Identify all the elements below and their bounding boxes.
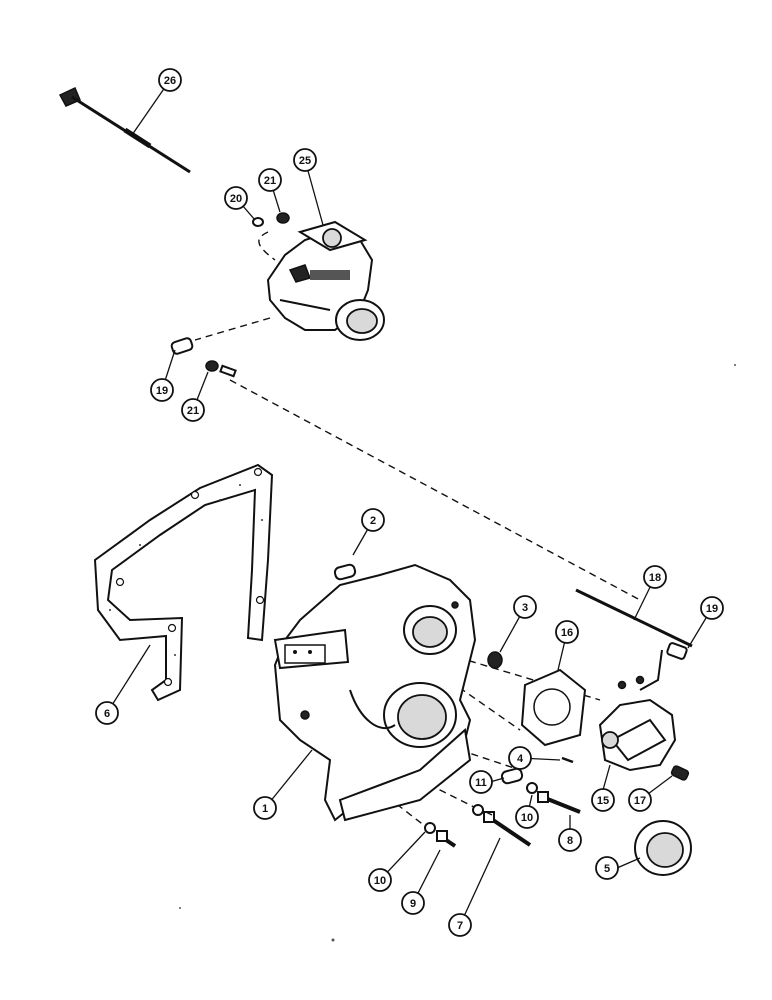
dowel-11-part (500, 767, 524, 785)
svg-text:5: 5 (604, 863, 610, 875)
callout-18: 18 (643, 565, 667, 589)
svg-text:6: 6 (104, 708, 110, 720)
callout-19-upper: 19 (150, 378, 174, 402)
governor-assembly-part (598, 649, 677, 772)
bolt-8-part (537, 791, 581, 814)
bolt-7-part (483, 811, 532, 847)
assembly-line-lockwasher (258, 231, 276, 261)
svg-text:20: 20 (230, 193, 242, 205)
callout-7: 7 (448, 913, 472, 937)
svg-text:11: 11 (475, 777, 487, 789)
callout-15: 15 (591, 788, 615, 812)
callout-10-left: 10 (368, 868, 392, 892)
callout-20: 20 (224, 186, 248, 210)
assembly-line-governor-rod (229, 379, 641, 601)
rod-end-19-part (666, 642, 688, 660)
callout-4: 4 (508, 746, 532, 770)
svg-text:10: 10 (521, 812, 533, 824)
svg-text:21: 21 (264, 175, 276, 187)
callout-17: 17 (628, 788, 652, 812)
svg-text:7: 7 (457, 920, 463, 932)
svg-text:17: 17 (634, 795, 646, 807)
nut-21-upper-part (276, 212, 290, 224)
carburetor-part (266, 220, 385, 341)
governor-rod-part (575, 588, 693, 648)
svg-text:18: 18 (649, 572, 661, 584)
lockwasher-20-part (252, 217, 264, 227)
callout-5: 5 (595, 856, 619, 880)
svg-text:3: 3 (522, 602, 528, 614)
washer-10c-part (424, 822, 436, 834)
svg-text:19: 19 (156, 385, 168, 397)
callout-11: 11 (469, 770, 493, 794)
nut-21-lower-part (205, 360, 237, 378)
svg-text:8: 8 (567, 835, 573, 847)
svg-text:1: 1 (262, 803, 268, 815)
svg-text:4: 4 (517, 753, 524, 765)
callout-25: 25 (293, 148, 317, 172)
assembly-line-gasket (419, 659, 521, 731)
svg-text:19: 19 (706, 603, 718, 615)
dowel-2-part (333, 563, 357, 581)
svg-text:21: 21 (187, 405, 199, 417)
callout-19-lower: 19 (700, 596, 724, 620)
callout-3: 3 (513, 595, 537, 619)
callout-21-upper: 21 (258, 168, 282, 192)
oil-seal-5-part (634, 820, 692, 876)
assembly-line-dowel (459, 749, 521, 771)
front-cover-housing-part (273, 563, 477, 822)
callout-2: 2 (361, 508, 385, 532)
callout-6: 6 (95, 701, 119, 725)
callout-1: 1 (253, 796, 277, 820)
front-cover-gasket-part (93, 463, 274, 702)
washer-3-part (487, 651, 503, 669)
svg-text:15: 15 (597, 795, 609, 807)
throttle-rod-part (58, 86, 191, 174)
washer-10b-part (472, 804, 484, 816)
capscrew-17-part (670, 765, 690, 781)
callout-10-right: 10 (515, 805, 539, 829)
callout-8: 8 (558, 828, 582, 852)
callout-26: 26 (158, 68, 182, 92)
callout-16: 16 (555, 620, 579, 644)
svg-text:25: 25 (299, 155, 311, 167)
svg-text:26: 26 (164, 75, 176, 87)
screw-9-part (436, 830, 457, 848)
svg-text:9: 9 (410, 898, 416, 910)
svg-text:16: 16 (561, 627, 573, 639)
callout-21-lower: 21 (181, 398, 205, 422)
stud-19-upper-part (170, 337, 194, 355)
pin-4-part (561, 756, 574, 764)
svg-text:2: 2 (370, 515, 376, 527)
washer-10a-part (526, 782, 538, 794)
governor-gasket-part (520, 668, 587, 747)
svg-text:10: 10 (374, 875, 386, 887)
callout-9: 9 (401, 891, 425, 915)
assembly-line-carb-stud (194, 317, 271, 341)
